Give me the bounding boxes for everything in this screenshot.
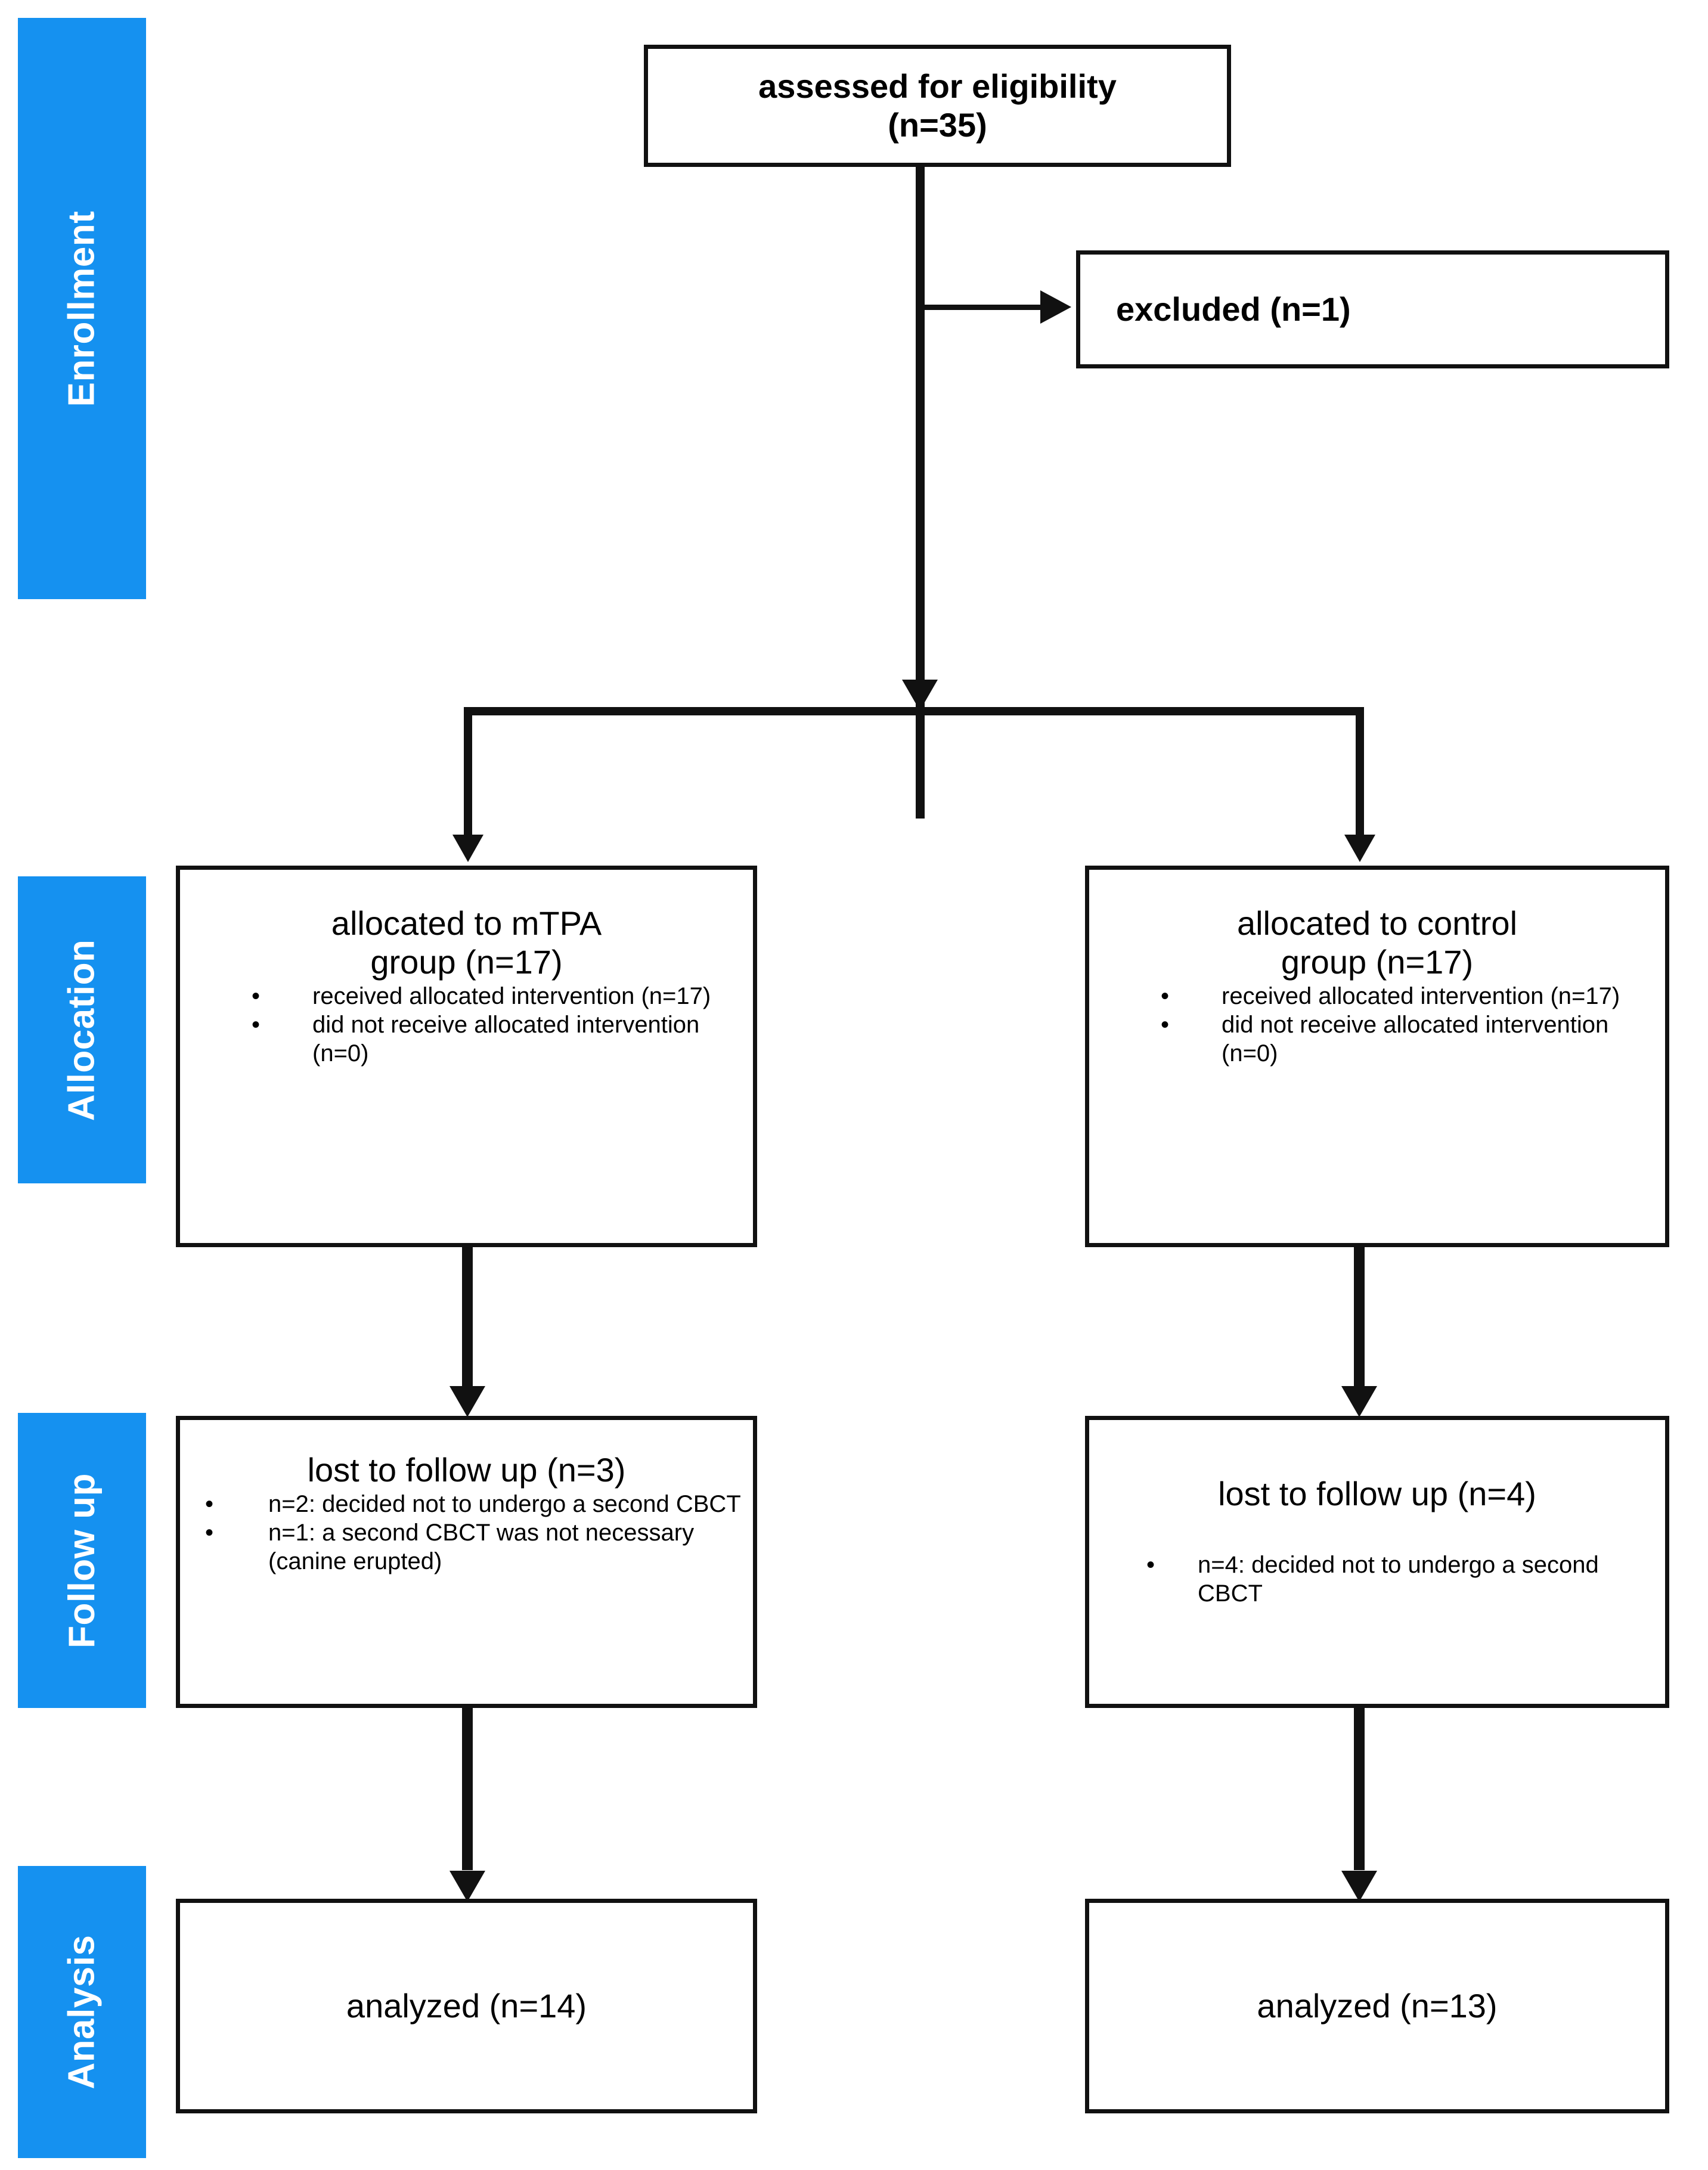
list-item-text: n=2: decided not to undergo a second CBC… <box>268 1490 741 1517</box>
stage-label-allocation: Allocation <box>18 876 146 1183</box>
arrow-followup-to-analyzed-mtpa <box>450 1871 485 1902</box>
node-analyzed-mtpa: analyzed (n=14) <box>176 1899 757 2113</box>
list-item: • did not receive allocated intervention… <box>1089 1010 1665 1068</box>
list-item: • n=1: a second CBCT was not necessary (… <box>180 1518 753 1576</box>
list-item-text: n=1: a second CBCT was not necessary (ca… <box>268 1519 695 1574</box>
node-title: excluded (n=1) <box>1116 290 1351 328</box>
connector-split-right <box>1356 707 1364 844</box>
arrow-to-excluded <box>1040 290 1071 324</box>
node-bullet-list: • n=4: decided not to undergo a second C… <box>1089 1551 1665 1608</box>
list-item-text: did not receive allocated intervention (… <box>312 1011 700 1067</box>
node-title: assessed for eligibility (n=35) <box>758 67 1117 144</box>
bullet-icon: • <box>1161 1011 1170 1038</box>
connector-alloc-to-followup-left <box>462 1247 473 1399</box>
list-item: • n=2: decided not to undergo a second C… <box>180 1490 753 1518</box>
connector-split-left <box>464 707 472 844</box>
node-followup-control: lost to follow up (n=4) • n=4: decided n… <box>1085 1416 1669 1708</box>
list-item-text: received allocated intervention (n=17) <box>1222 982 1620 1009</box>
connector-alloc-to-followup-right <box>1354 1247 1365 1399</box>
connector-followup-to-analysis-right <box>1354 1708 1365 1870</box>
connector-eligibility-trunk <box>916 166 925 819</box>
list-item: • received allocated intervention (n=17) <box>1089 982 1665 1010</box>
list-item-text: n=4: decided not to undergo a second CBC… <box>1198 1551 1599 1607</box>
arrow-followup-to-analyzed-control <box>1341 1871 1377 1902</box>
list-item: • received allocated intervention (n=17) <box>180 982 753 1010</box>
node-title: analyzed (n=14) <box>346 1986 587 2025</box>
stage-label-text: Follow up <box>61 1472 103 1648</box>
node-title: lost to follow up (n=3) <box>307 1451 626 1489</box>
node-title: allocated to mTPA group (n=17) <box>331 904 602 981</box>
connector-to-excluded <box>923 305 1042 310</box>
list-item: • did not receive allocated intervention… <box>180 1010 753 1068</box>
connector-split-bar <box>464 707 1364 715</box>
bullet-icon: • <box>252 1011 261 1038</box>
arrow-alloc-to-followup-control <box>1341 1386 1377 1417</box>
stage-label-followup: Follow up <box>18 1413 146 1708</box>
arrow-split-to-allocated-mtpa <box>452 835 483 862</box>
node-title: analyzed (n=13) <box>1257 1986 1498 2025</box>
bullet-icon: • <box>205 1490 214 1517</box>
arrow-eligibility-to-split <box>902 680 938 711</box>
node-analyzed-control: analyzed (n=13) <box>1085 1899 1669 2113</box>
node-title: allocated to control group (n=17) <box>1236 904 1518 981</box>
stage-label-analysis: Analysis <box>18 1866 146 2158</box>
node-title: lost to follow up (n=4) <box>1218 1475 1536 1512</box>
node-allocated-control: allocated to control group (n=17) • rece… <box>1085 866 1669 1247</box>
node-excluded: excluded (n=1) <box>1076 250 1669 368</box>
bullet-icon: • <box>1161 982 1170 1009</box>
arrow-split-to-allocated-control <box>1344 835 1375 862</box>
arrow-alloc-to-followup-mtpa <box>450 1386 485 1417</box>
list-item-text: received allocated intervention (n=17) <box>312 982 711 1009</box>
node-bullet-list: • received allocated intervention (n=17)… <box>180 982 753 1068</box>
stage-label-enrollment: Enrollment <box>18 18 146 599</box>
stage-label-text: Analysis <box>61 1935 103 2090</box>
node-assessed-for-eligibility: assessed for eligibility (n=35) <box>644 45 1231 167</box>
connector-followup-to-analysis-left <box>462 1708 473 1870</box>
bullet-icon: • <box>252 982 261 1009</box>
node-allocated-mtpa: allocated to mTPA group (n=17) • receive… <box>176 866 757 1247</box>
stage-label-text: Enrollment <box>61 210 103 407</box>
bullet-icon: • <box>1146 1551 1155 1578</box>
node-bullet-list: • n=2: decided not to undergo a second C… <box>180 1490 753 1576</box>
node-followup-mtpa: lost to follow up (n=3) • n=2: decided n… <box>176 1416 757 1708</box>
stage-label-text: Allocation <box>61 939 103 1121</box>
node-bullet-list: • received allocated intervention (n=17)… <box>1089 982 1665 1068</box>
list-item-text: did not receive allocated intervention (… <box>1222 1011 1609 1067</box>
list-item: • n=4: decided not to undergo a second C… <box>1089 1551 1665 1608</box>
bullet-icon: • <box>205 1519 214 1546</box>
